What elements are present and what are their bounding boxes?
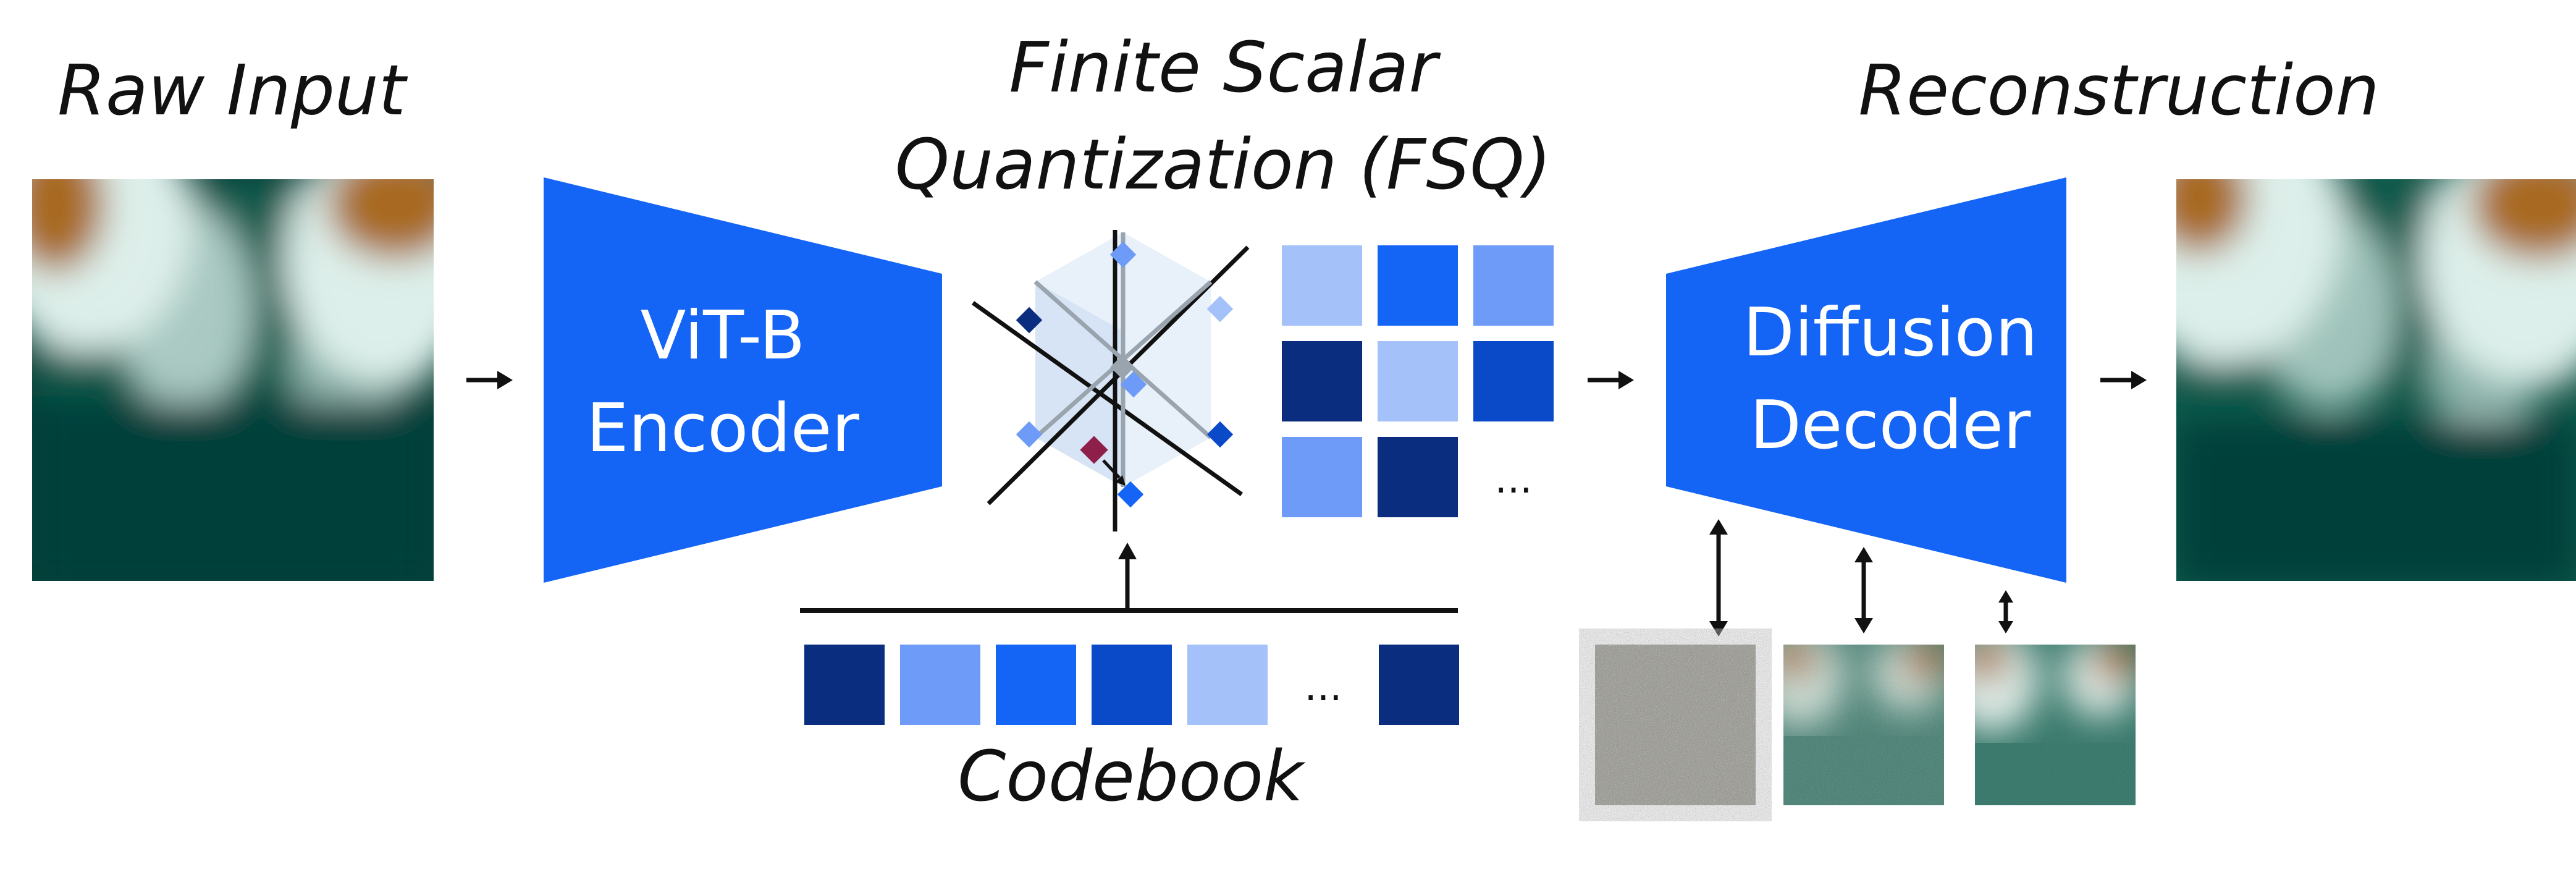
reconstruction-title: Reconstruction <box>1858 51 2379 131</box>
codebook-entry <box>804 645 885 725</box>
fsq-token-cell <box>1378 245 1458 326</box>
fsq-point <box>1016 307 1043 334</box>
codebook-sequence: ... <box>804 645 1459 725</box>
fsq-token-cell <box>1378 437 1458 517</box>
diffusion-decoder-block <box>1666 177 2066 583</box>
noise-sample-partial <box>1783 645 1944 805</box>
decoder-label-line2: Decoder <box>1750 387 2031 464</box>
fsq-title-line1: Finite Scalar <box>1009 28 1441 108</box>
codebook-connector <box>800 543 1458 613</box>
codebook-entry <box>1092 645 1172 725</box>
fsq-point <box>1120 371 1147 398</box>
fsq-grid-ellipsis: ... <box>1494 457 1532 502</box>
encoder-label-line1: ViT-B <box>641 297 806 375</box>
codebook-ellipsis: ... <box>1304 664 1342 710</box>
fsq-cube-visualization <box>971 230 1250 531</box>
arrow-tokens-to-decoder <box>1588 371 1634 389</box>
diffusion-arrow-2 <box>1854 547 1873 633</box>
fsq-token-cell <box>1473 245 1554 326</box>
raw-input-title: Raw Input <box>57 51 408 131</box>
diffusion-arrow-3 <box>1998 590 2013 633</box>
fsq-token-cell <box>1473 341 1554 421</box>
cube-center-point <box>1110 355 1135 379</box>
raw-input-image <box>32 179 434 581</box>
vit-b-encoder-block <box>544 177 942 583</box>
reconstruction-image <box>2176 179 2576 581</box>
fsq-point <box>1016 421 1043 448</box>
codebook-entry <box>1187 645 1268 725</box>
fsq-token-cell <box>1282 341 1362 421</box>
codebook-entry <box>900 645 980 725</box>
fsq-point <box>1206 295 1234 323</box>
arrow-input-to-encoder <box>466 371 513 389</box>
decoder-label-line1: Diffusion <box>1743 294 2038 371</box>
noise-sample-light <box>1975 645 2136 805</box>
arrow-decoder-to-output <box>2100 371 2147 389</box>
codebook-title: Codebook <box>958 737 1306 817</box>
fsq-token-grid: ... <box>1282 245 1554 517</box>
codebook-entry <box>996 645 1076 725</box>
fsq-point-quantized <box>1117 481 1144 508</box>
codebook-entry <box>1379 645 1459 725</box>
fsq-token-cell <box>1378 341 1458 421</box>
encoder-label-line2: Encoder <box>586 390 859 467</box>
fsq-title-line2: Quantization (FSQ) <box>895 125 1551 205</box>
diffusion-arrow-1 <box>1709 519 1728 637</box>
noise-sample-full <box>1595 645 1756 805</box>
fsq-point <box>1206 421 1234 448</box>
fsq-point <box>1109 241 1137 268</box>
fsq-point-accent <box>1080 436 1108 464</box>
fsq-token-cell <box>1282 437 1362 517</box>
fsq-token-cell <box>1282 245 1362 326</box>
